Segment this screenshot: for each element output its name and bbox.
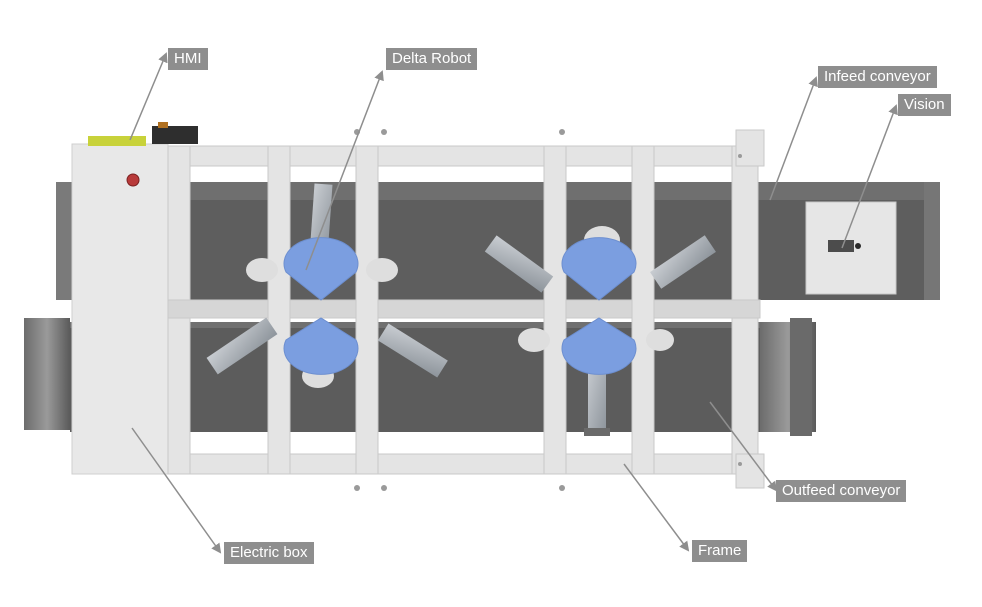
frame-leader [623,463,690,552]
frame [167,129,765,489]
delta-robot-label: Delta Robot [386,48,478,70]
frame-label: Frame [692,540,748,562]
infeed-conveyor-label: Infeed conveyor [818,66,937,88]
vision-label: Vision [898,94,951,116]
delta-robot-1 [206,183,448,388]
hmi-leader [129,52,168,141]
hmi-label: HMI [168,48,208,70]
delta-robot-leader [305,70,384,271]
infeed-conveyor-leader [769,76,818,201]
electric-box [71,122,198,475]
vision-leader [841,104,898,249]
electric-box-leader [131,427,222,554]
electric-box-label: Electric box [224,542,314,564]
vision-camera-box [805,201,897,295]
outfeed-conveyor-label: Outfeed conveyor [776,480,907,502]
leader-lines [129,52,898,554]
frame-bolts [354,129,742,491]
outfeed-conveyor-leader [709,401,778,492]
delta-robot-2 [484,226,716,436]
